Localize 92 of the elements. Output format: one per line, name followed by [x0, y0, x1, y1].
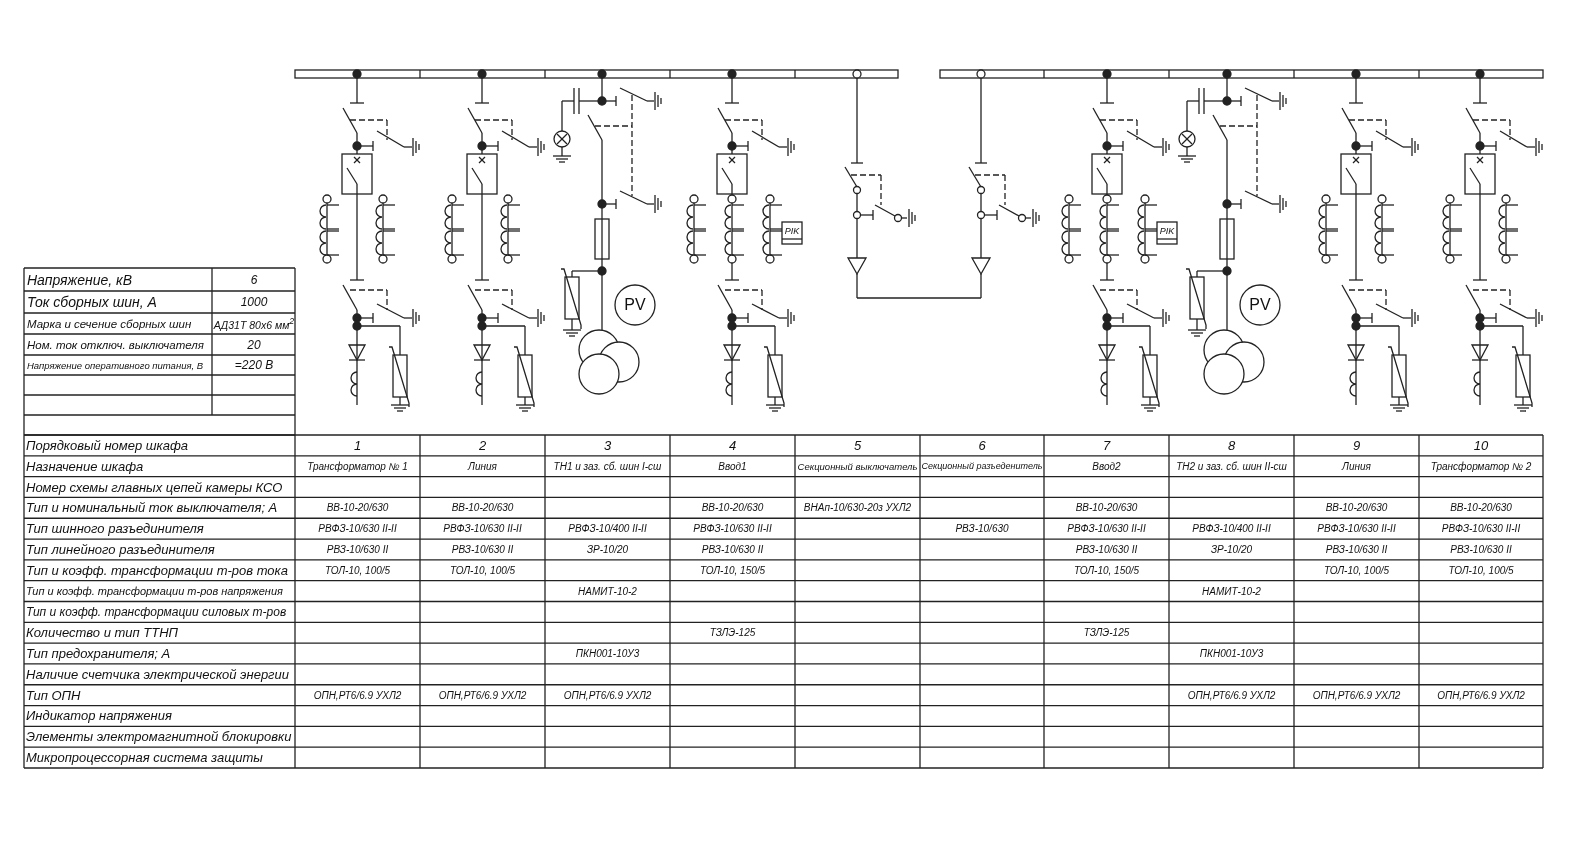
cell-value: ВВ-10-20/630	[451, 502, 514, 514]
parameter-value: 6	[250, 272, 258, 287]
meter-label: PV	[1249, 296, 1271, 314]
cell-value: ПКН001-10У3	[1199, 648, 1264, 660]
cell-value: ВВ-10-20/630	[701, 502, 764, 514]
cell-value: РВФЗ-10/630 II-II	[443, 523, 522, 535]
row-label: Тип и коэфф. трансформации т-ров напряжения	[26, 585, 283, 598]
row-label: Индикатор напряжения	[26, 708, 172, 724]
row-label: Тип ОПН	[26, 687, 81, 703]
parameter-label: Ном. ток отключ. выключателя	[27, 338, 204, 351]
cell-value: ОПН,РТ6/6.9 УХЛ2	[313, 689, 402, 701]
cell-value: РВЗ-10/630 II	[701, 543, 764, 555]
parameter-label: Ток сборных шин, А	[27, 294, 157, 310]
row-label: Назначение шкафа	[26, 458, 144, 474]
cell-value: Линия	[1342, 460, 1371, 472]
panel-number: 2	[478, 437, 487, 453]
cell-value: Секционный разъеденитель	[921, 461, 1043, 472]
cell-value: ТОЛ-10, 100/5	[1323, 564, 1390, 576]
cell-value: РВФЗ-10/630 II-II	[693, 523, 772, 535]
panel-number: 9	[1352, 437, 1361, 453]
panel-number: 10	[1473, 437, 1489, 453]
panel-number: 3	[603, 437, 612, 453]
cell-value: РВФЗ-10/630 II-II	[318, 523, 397, 535]
cell-value: ПКН001-10У3	[575, 648, 640, 660]
cell-value: ТН2 и заз. сб. шин II-сш	[1176, 460, 1287, 472]
cell-value: НАМИТ-10-2	[1202, 585, 1261, 597]
cell-value: ТН1 и заз. сб. шин I-сш	[553, 460, 662, 472]
row-label: Тип линейного разъединителя	[26, 541, 215, 557]
cell-value: РВЗ-10/630 II	[451, 543, 514, 555]
cell-value: Секционный выключатель	[797, 460, 918, 472]
cell-value: ВВ-10-20/630	[1075, 502, 1138, 514]
relay-label: PIK	[1159, 225, 1175, 236]
cell-value: Ввод2	[1092, 460, 1121, 472]
parameter-label: Марка и сечение сборных шин	[27, 317, 192, 330]
cell-value: ВВ-10-20/630	[326, 502, 389, 514]
cell-value: ОПН,РТ6/6.9 УХЛ2	[1187, 689, 1276, 701]
cell-value: ТЗЛЭ-125	[709, 627, 756, 639]
cell-value: ТЗЛЭ-125	[1083, 627, 1130, 639]
row-label: Номер схемы главных цепей камеры КСО	[26, 479, 283, 495]
cell-value: ТОЛ-10, 150/5	[1073, 564, 1140, 576]
panel-number: 8	[1227, 437, 1236, 453]
parameter-value: АД31Т 80х6 мм$^{2}$	[213, 316, 295, 331]
cell-value: Трансформатор № 1	[307, 460, 408, 472]
cell-value: ОПН,РТ6/6.9 УХЛ2	[1312, 689, 1401, 701]
cell-value: РВЗ-10/630	[955, 523, 1009, 535]
cell-value: НАМИТ-10-2	[578, 585, 637, 597]
meter-label: PV	[624, 296, 646, 314]
cell-value: Ввод1	[718, 460, 747, 472]
cell-value: ВНАп-10/630-20з УХЛ2	[803, 502, 912, 514]
cell-value: ЗР-10/20	[1210, 543, 1253, 555]
row-label: Элементы электромагнитной блокировки	[26, 729, 292, 745]
row-label: Тип и коэфф. трансформации силовых т-ров	[26, 604, 287, 619]
cell-value: Трансформатор № 2	[1430, 460, 1532, 472]
row-label: Тип и коэфф. трансформации т-ров тока	[26, 562, 288, 578]
row-label: Тип предохранителя; А	[26, 646, 171, 662]
cell-value: РВЗ-10/630 II	[1450, 543, 1512, 555]
cell-value: ТОЛ-10, 100/5	[1448, 564, 1514, 576]
cell-value: ОПН,РТ6/6.9 УХЛ2	[563, 689, 652, 701]
cell-value: ОПН,РТ6/6.9 УХЛ2	[1437, 689, 1525, 701]
parameter-label: Напряжение оперативного питания, В	[27, 359, 204, 371]
cell-value: ВВ-10-20/630	[1450, 502, 1512, 514]
row-label: Тип шинного разъединителя	[26, 521, 204, 537]
cell-value: ЗР-10/20	[586, 543, 629, 555]
cell-value: Линия	[468, 460, 497, 472]
parameter-value: 1000	[240, 295, 268, 309]
parameter-value: 20	[247, 337, 261, 352]
cell-value: РВЗ-10/630 II	[1075, 543, 1138, 555]
cell-value: РВФЗ-10/400 II-II	[568, 523, 647, 535]
panel-number: 1	[353, 437, 362, 453]
cell-value: РВФЗ-10/630 II-II	[1441, 523, 1521, 535]
cell-value: ВВ-10-20/630	[1325, 502, 1388, 514]
cell-value: ТОЛ-10, 100/5	[449, 564, 516, 576]
cell-value: ТОЛ-10, 150/5	[699, 564, 766, 576]
row-label: Микропроцессорная система защиты	[26, 750, 263, 766]
parameter-label: Напряжение, кВ	[27, 271, 132, 288]
cell-value: РВЗ-10/630 II	[326, 543, 389, 555]
panel-number: 4	[728, 437, 737, 453]
row-label: Тип и номинальный ток выключателя; А	[26, 500, 278, 516]
cell-value: РВЗ-10/630 II	[1325, 543, 1388, 555]
row-label: Порядковый номер шкафа	[26, 437, 189, 453]
parameter-value: =220 В	[234, 358, 274, 372]
cell-value: ОПН,РТ6/6.9 УХЛ2	[438, 689, 527, 701]
panel-number: 7	[1102, 437, 1111, 453]
cell-value: ТОЛ-10, 100/5	[324, 564, 391, 576]
cell-value: РВФЗ-10/630 II-II	[1067, 523, 1146, 535]
cell-value: РВФЗ-10/630 II-II	[1317, 523, 1396, 535]
panel-number: 5	[853, 437, 862, 453]
relay-label: PIK	[784, 225, 800, 236]
row-label: Количество и тип ТТНП	[26, 625, 178, 641]
row-label: Наличие счетчика электрической энергии	[26, 666, 289, 682]
cell-value: РВФЗ-10/400 II-II	[1192, 523, 1271, 535]
panel-number: 6	[978, 437, 986, 453]
